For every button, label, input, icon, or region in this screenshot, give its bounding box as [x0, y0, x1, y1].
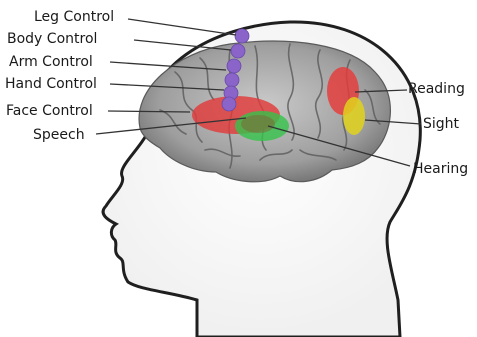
sight-region — [343, 97, 365, 135]
label-hand-control: Hand Control — [5, 76, 97, 92]
label-body-control: Body Control — [7, 31, 97, 47]
hearing-inner-mark — [241, 115, 275, 133]
arm-dot-1 — [227, 59, 241, 73]
label-speech: Speech — [33, 127, 85, 143]
label-arm-control: Arm Control — [9, 54, 93, 70]
arm-dot-2 — [225, 73, 239, 87]
label-reading: Reading — [408, 81, 465, 97]
leg-dot — [235, 29, 249, 43]
label-sight: Sight — [423, 116, 459, 132]
face-dot — [222, 97, 236, 111]
label-hearing: Hearing — [413, 161, 468, 177]
body-dot — [231, 44, 245, 58]
label-face-control: Face Control — [6, 103, 93, 119]
label-leg-control: Leg Control — [34, 9, 114, 25]
